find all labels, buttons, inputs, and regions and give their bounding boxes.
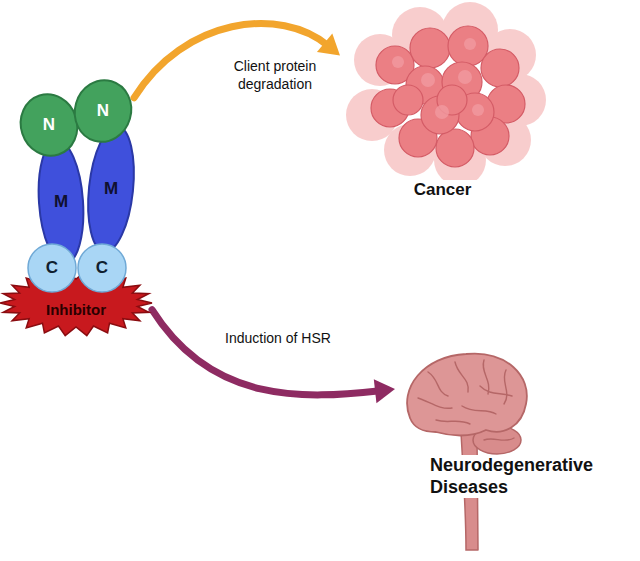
c-domain-shape [28,244,76,292]
node-label: C [96,258,108,278]
arrow-shaft [134,23,328,97]
node-label: N [97,101,109,121]
curved-arrow [134,23,328,97]
node-label: M [54,192,68,212]
arrow-head [317,34,340,56]
m-domain-shape [83,124,140,254]
curved-arrow [152,310,380,395]
disease-node: Neurodegenerative Diseases [395,355,637,555]
inhibitor-star: Inhibitor [0,270,152,336]
cancer-node: Cancer [340,12,545,210]
node-label: Inhibitor [46,301,106,319]
c-domain: C [26,243,78,293]
c-domain-shape [78,244,126,292]
node-label: N [43,115,55,135]
brain-figure [407,354,527,550]
n-domain-shape [13,87,85,163]
node-label: M [104,179,118,199]
n-domain: N [72,78,134,144]
m-domain: M [86,124,136,254]
node-label: Neurodegenerative Diseases [430,455,635,498]
arrow-head [374,379,395,403]
node-label: C [46,258,58,278]
node-label: Cancer [340,180,545,200]
n-domain: N [18,92,80,158]
arrow-label: Induction of HSR [205,328,351,348]
c-domain: C [76,243,128,293]
arrow-label: Client protein degradation [222,56,328,94]
arrow-shaft [152,310,380,395]
tumor-cluster [346,2,546,186]
inhibitor-star-shape [0,270,152,335]
